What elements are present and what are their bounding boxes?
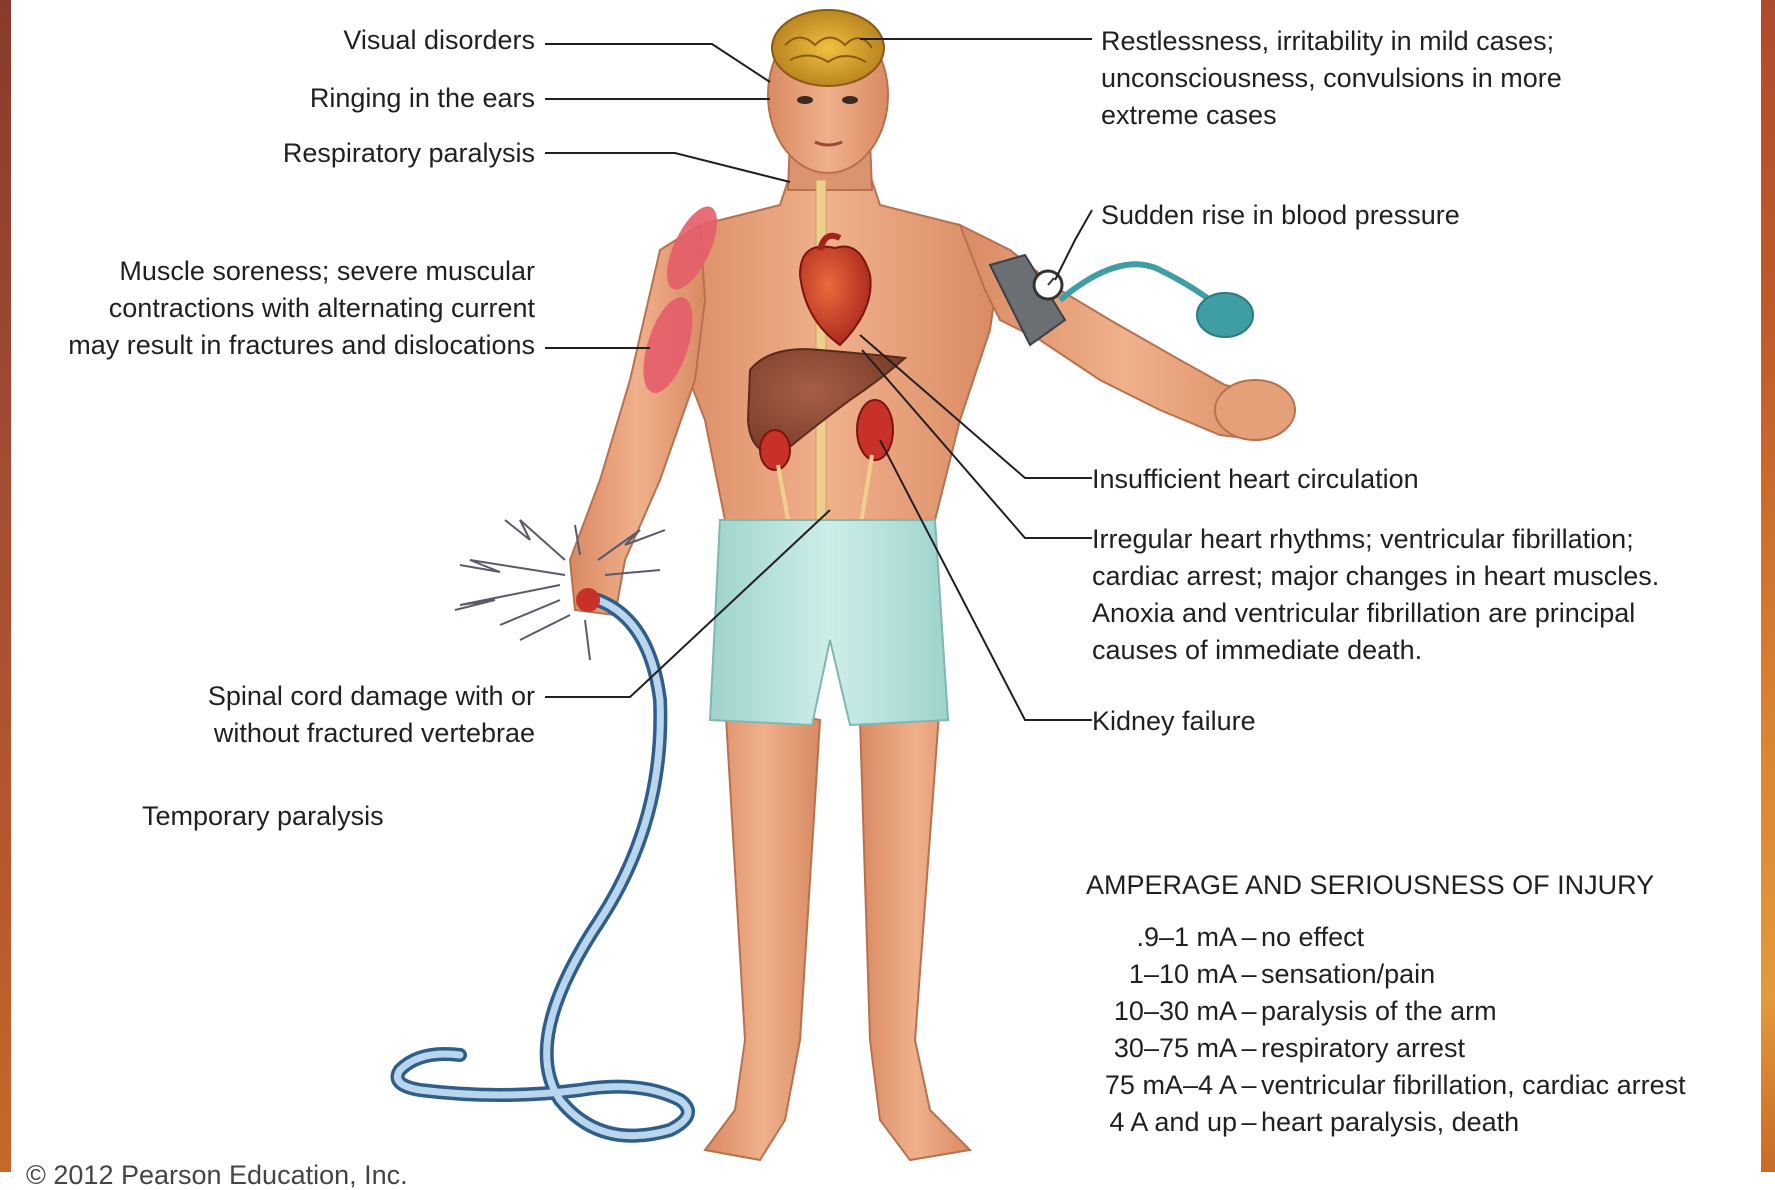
legend-effect: paralysis of the arm xyxy=(1261,996,1497,1026)
legend-range: 10–30 mA xyxy=(1070,993,1237,1030)
label-ringing-ears: Ringing in the ears xyxy=(235,80,535,117)
legend-row: 30–75 mA–respiratory arrest xyxy=(1070,1030,1465,1067)
legend-range: 30–75 mA xyxy=(1070,1030,1237,1067)
legend-row: 10–30 mA–paralysis of the arm xyxy=(1070,993,1497,1030)
legs xyxy=(705,700,970,1160)
label-temporary-paralysis: Temporary paralysis xyxy=(142,798,384,835)
legend-range: 1–10 mA xyxy=(1070,956,1237,993)
legend-separator: – xyxy=(1237,1067,1261,1104)
brain-icon xyxy=(772,10,884,86)
legend-separator: – xyxy=(1237,919,1261,956)
legend-range: 4 A and up xyxy=(1070,1104,1237,1141)
legend-effect: respiratory arrest xyxy=(1261,1033,1465,1063)
legend-row: .9–1 mA–no effect xyxy=(1070,919,1364,956)
label-heart-circulation: Insufficient heart circulation xyxy=(1092,461,1419,498)
legend-separator: – xyxy=(1237,956,1261,993)
label-muscle-soreness-line3: may result in fractures and dislocations xyxy=(12,327,535,364)
shorts xyxy=(710,520,948,725)
legend-row: 75 mA–4 A–ventricular fibrillation, card… xyxy=(1070,1067,1686,1104)
label-visual-disorders: Visual disorders xyxy=(260,22,535,59)
electric-spark-icon xyxy=(455,520,665,660)
legend-range: .9–1 mA xyxy=(1070,919,1237,956)
label-restlessness-line1: Restlessness, irritability in mild cases… xyxy=(1101,23,1554,60)
kidney-left-icon xyxy=(760,430,790,470)
label-irregular-line3: Anoxia and ventricular fibrillation are … xyxy=(1092,595,1635,632)
label-irregular-line4: causes of immediate death. xyxy=(1092,632,1422,669)
legend-effect: no effect xyxy=(1261,922,1364,952)
legend-effect: sensation/pain xyxy=(1261,959,1435,989)
legend-row: 1–10 mA–sensation/pain xyxy=(1070,956,1435,993)
label-spinal-cord-line1: Spinal cord damage with or xyxy=(120,678,535,715)
label-spinal-cord-line2: without fractured vertebrae xyxy=(120,715,535,752)
legend-effect: heart paralysis, death xyxy=(1261,1107,1519,1137)
label-irregular-line1: Irregular heart rhythms; ventricular fib… xyxy=(1092,521,1634,558)
legend-range: 75 mA–4 A xyxy=(1070,1067,1237,1104)
label-restlessness-line2: unconsciousness, convulsions in more xyxy=(1101,60,1562,97)
label-muscle-soreness-line1: Muscle soreness; severe muscular xyxy=(12,253,535,290)
label-respiratory-paralysis: Respiratory paralysis xyxy=(200,135,535,172)
label-muscle-soreness-line2: contractions with alternating current xyxy=(12,290,535,327)
legend-separator: – xyxy=(1237,1104,1261,1141)
head xyxy=(768,10,888,173)
kidney-right-icon xyxy=(857,400,893,460)
label-irregular-line2: cardiac arrest; major changes in heart m… xyxy=(1092,558,1659,595)
legend-separator: – xyxy=(1237,993,1261,1030)
label-restlessness-line3: extreme cases xyxy=(1101,97,1277,134)
legend-title: AMPERAGE AND SERIOUSNESS OF INJURY xyxy=(1086,867,1654,904)
label-kidney-failure: Kidney failure xyxy=(1092,703,1256,740)
legend-effect: ventricular fibrillation, cardiac arrest xyxy=(1261,1070,1686,1100)
legend-separator: – xyxy=(1237,1030,1261,1067)
label-blood-pressure: Sudden rise in blood pressure xyxy=(1101,197,1460,234)
legend-row: 4 A and up–heart paralysis, death xyxy=(1070,1104,1519,1141)
copyright-text: © 2012 Pearson Education, Inc. xyxy=(26,1160,408,1190)
